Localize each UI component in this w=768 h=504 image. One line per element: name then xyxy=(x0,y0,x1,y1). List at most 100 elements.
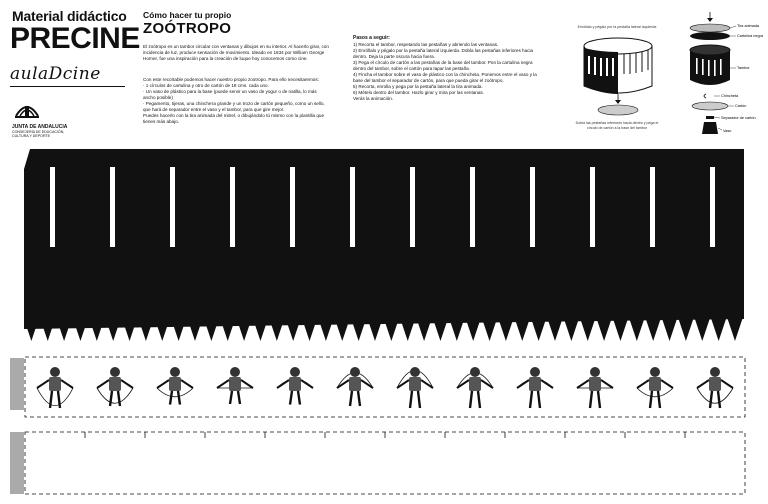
strip-outline-bottom xyxy=(24,431,746,495)
animation-frame xyxy=(456,367,494,409)
drum-tab xyxy=(629,319,645,341)
steps-list: 1) Recorta el tambor, respetando las pes… xyxy=(353,42,543,102)
article-subtitle: Cómo hacer tu propio xyxy=(143,10,232,20)
drum-tab xyxy=(285,319,301,341)
aula-logo: aulaDcine xyxy=(10,66,125,87)
drum-window xyxy=(290,167,295,247)
drum-tab xyxy=(694,319,710,341)
drum-tab xyxy=(645,319,661,341)
material-item: · Pegamento, tijeras, una chinchета gran… xyxy=(143,101,325,112)
drum-tab xyxy=(384,319,399,341)
animation-frame xyxy=(576,367,614,409)
drum-tab xyxy=(105,319,121,341)
drum-window xyxy=(410,167,415,247)
animation-frame xyxy=(36,367,74,409)
drum-tab xyxy=(187,319,203,341)
drum-tab xyxy=(580,319,596,341)
animation-frame xyxy=(96,367,134,407)
animation-frame xyxy=(336,367,374,407)
drum-tab xyxy=(531,319,546,341)
diagram-caption-top: Enróllalo y pégalo por la pestaña latera… xyxy=(577,25,657,29)
drum-tab xyxy=(678,319,694,341)
drum-cutout-band xyxy=(24,149,744,341)
diagram-caption-bottom: Dobla las pestañas inferiores hacia dent… xyxy=(575,121,659,130)
drum-tab xyxy=(56,319,72,341)
drum-tab xyxy=(514,319,530,341)
strip-tab-bottom xyxy=(10,432,24,494)
drum-window xyxy=(530,167,535,247)
animation-frames xyxy=(36,367,734,409)
step-item: 2) Enróllalo y pégalo por la pestaña lat… xyxy=(353,48,534,59)
drum-tab xyxy=(302,319,317,341)
drum-tab xyxy=(433,319,448,341)
drum-window xyxy=(650,167,655,247)
drum-tab xyxy=(171,319,186,341)
brand-title: PRECINE xyxy=(10,22,140,55)
drum-tab xyxy=(269,319,285,341)
animation-frame xyxy=(276,367,314,405)
drum-tab xyxy=(318,319,334,341)
animation-frame xyxy=(156,367,194,405)
drum-tab xyxy=(547,319,563,341)
drum-tab xyxy=(73,319,88,341)
animation-frame xyxy=(396,367,434,409)
drum-tab xyxy=(351,319,366,341)
drum-tab xyxy=(564,319,579,341)
drum-window xyxy=(350,167,355,247)
drum-tab xyxy=(367,319,383,341)
drum-tab xyxy=(400,319,416,341)
label-vaso: Vaso xyxy=(723,129,731,133)
step-item: 3) Pega el círculo de cartón a las pesta… xyxy=(353,60,533,71)
drum-windows xyxy=(50,167,715,247)
drum-tab xyxy=(334,319,350,341)
step-item: 6) Mételo dentro del tambor. Hazlo girar… xyxy=(353,90,484,95)
step-item: 4) Fincha el tambor sobre el vaso de plá… xyxy=(353,72,537,83)
animation-frame xyxy=(216,367,254,405)
template-dividers xyxy=(84,432,686,438)
step-item: 5) Recorta, enrolla y pega por la pestañ… xyxy=(353,84,483,89)
drum-window xyxy=(230,167,235,247)
drum-tab xyxy=(138,319,154,341)
drum-roll-diagram xyxy=(583,37,653,116)
label-carton: Cartón xyxy=(735,104,746,108)
assembly-diagram: Tira animada Cartulina negra Tambor Chin… xyxy=(689,12,764,134)
drum-tab xyxy=(662,319,677,341)
step-item: 1) Recorta el tambor, respetando las pes… xyxy=(353,42,499,47)
drum-tab xyxy=(465,319,481,341)
intro-paragraph: El zoótropo es un tambor circular con ve… xyxy=(143,44,329,61)
material-item: · Un vaso de plástico para la base (pued… xyxy=(143,89,317,100)
junta-department: CONSEJERÍA DE EDUCACIÓN, CULTURA Y DEPOR… xyxy=(12,130,65,138)
drum-tab xyxy=(220,319,236,341)
drum-tab xyxy=(727,319,743,341)
strip-outline-top xyxy=(24,356,746,418)
drum-tabs xyxy=(24,319,743,341)
article-title: ZOÓTROPO xyxy=(143,20,232,37)
drum-window xyxy=(50,167,55,247)
drum-tab xyxy=(122,319,137,341)
drum-tab xyxy=(596,319,612,341)
label-cartulina: Cartulina negra xyxy=(737,34,764,38)
label-tambor: Tambor xyxy=(737,66,750,70)
animation-strip xyxy=(10,356,746,495)
drum-band-body xyxy=(24,149,744,329)
animation-frame xyxy=(516,367,554,409)
drum-tab xyxy=(449,319,465,341)
strip-tab-top xyxy=(10,358,24,410)
materials-intro: Con este recortable podemos hacer nuestr… xyxy=(143,77,319,82)
drum-window xyxy=(110,167,115,247)
drum-tab xyxy=(711,319,726,341)
junta-logo-icon xyxy=(15,106,39,118)
drum-tab xyxy=(482,319,497,341)
materials-block: Con este recortable podemos hacer nuestr… xyxy=(143,77,329,125)
drum-tab xyxy=(89,319,105,341)
material-item: Puedes hacerlo con la tira animada del m… xyxy=(143,113,325,124)
label-chincheta: Chincheta xyxy=(721,94,739,98)
drum-tab xyxy=(154,319,170,341)
drum-window xyxy=(710,167,715,247)
steps-title: Pasos a seguir: xyxy=(353,35,390,41)
drum-tab xyxy=(498,319,514,341)
drum-tab xyxy=(40,319,56,341)
drum-window xyxy=(470,167,475,247)
drum-tab xyxy=(416,319,432,341)
drum-window xyxy=(590,167,595,247)
